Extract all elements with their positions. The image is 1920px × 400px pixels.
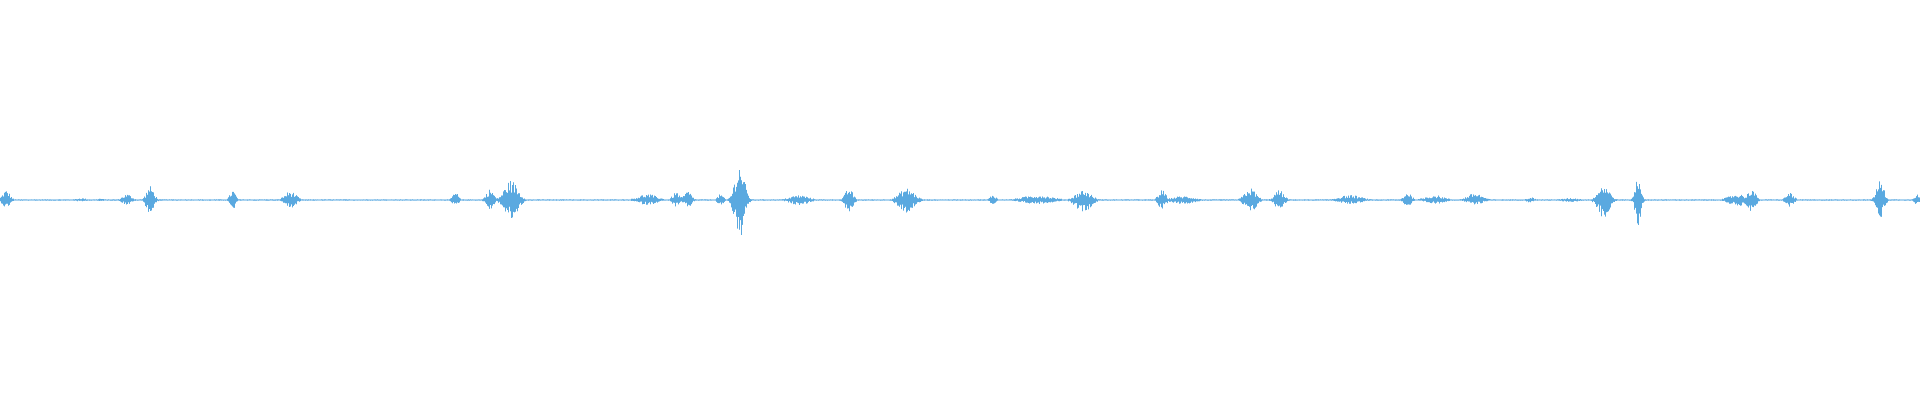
waveform-signal — [0, 170, 1920, 236]
